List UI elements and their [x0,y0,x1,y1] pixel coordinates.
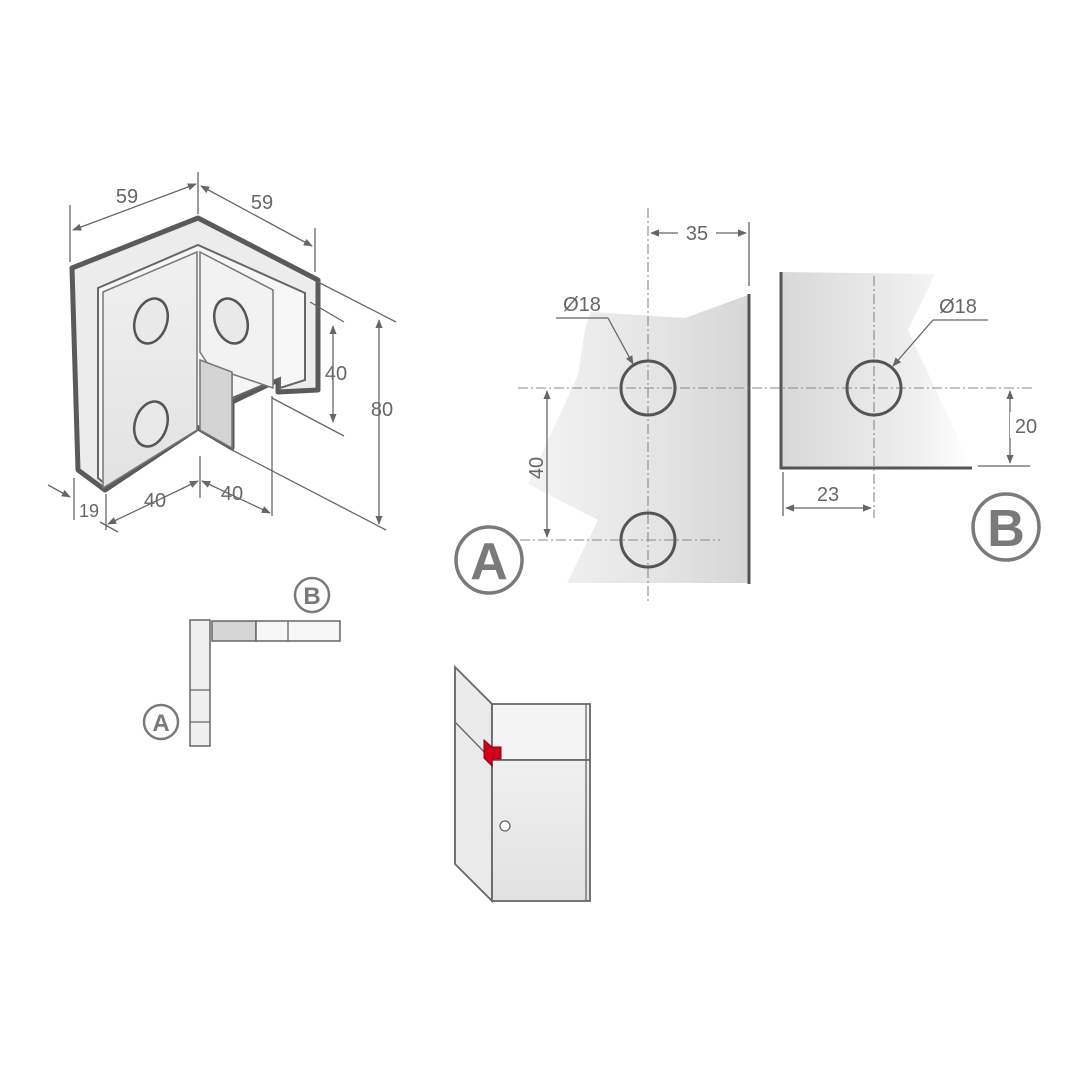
clamp-slot [199,358,233,450]
clamp-hole-top-left [132,297,170,345]
enclosure-side-panel [454,664,493,904]
panel-b-hole [845,359,903,417]
panel-a-glass [528,295,748,583]
dim-thickness: 19 [79,501,99,521]
dim-slot-height: 40 [325,363,347,385]
enclosure-clamp-marker [483,738,502,768]
enclosure-perspective [454,664,591,904]
clamp-left-face [102,250,198,490]
dim-hole-diameter-a: Ø18 [563,294,601,316]
dim-edge-distance: 35 [686,223,708,245]
panel-a-hole-bottom [619,511,677,569]
plan-b-badge: B [293,576,331,614]
dim-b-edge-offset: 20 [1015,416,1037,438]
plan-view: A B [142,576,341,747]
svg-text:A: A [152,710,169,737]
panel-b-glass [781,272,972,468]
dim-top-right: 59 [251,192,273,214]
panel-b-badge: B [971,492,1041,562]
dim-hole-diameter-b: Ø18 [939,296,977,318]
enclosure-front-top [491,703,591,761]
clamp-hole-top-right [212,297,250,345]
dim-b-center-offset: 23 [817,484,839,506]
svg-text:B: B [987,500,1025,558]
plan-clamp-block [211,620,257,642]
hole-drilling-drawing: Ø18 Ø18 35 40 20 23 A B [454,208,1042,604]
plan-panel-b [255,620,341,642]
panel-a-badge: A [454,525,524,595]
dim-top-left: 59 [116,186,138,208]
enclosure-front-door [491,759,591,902]
dim-total-height: 80 [371,399,393,421]
svg-text:A: A [470,533,508,591]
panel-a-hole-top [619,359,677,417]
plan-a-badge: A [142,703,180,741]
enclosure-door-knob [499,820,511,832]
plan-panel-a [189,619,211,747]
svg-text:B: B [303,583,320,610]
dim-bottom-right: 40 [221,483,243,505]
clamp-hole-bottom-left [132,400,170,448]
dim-hole-spacing: 40 [526,457,548,479]
isometric-clamp-view: 59 59 40 80 19 40 40 [47,172,397,533]
dim-bottom-left: 40 [144,490,166,512]
